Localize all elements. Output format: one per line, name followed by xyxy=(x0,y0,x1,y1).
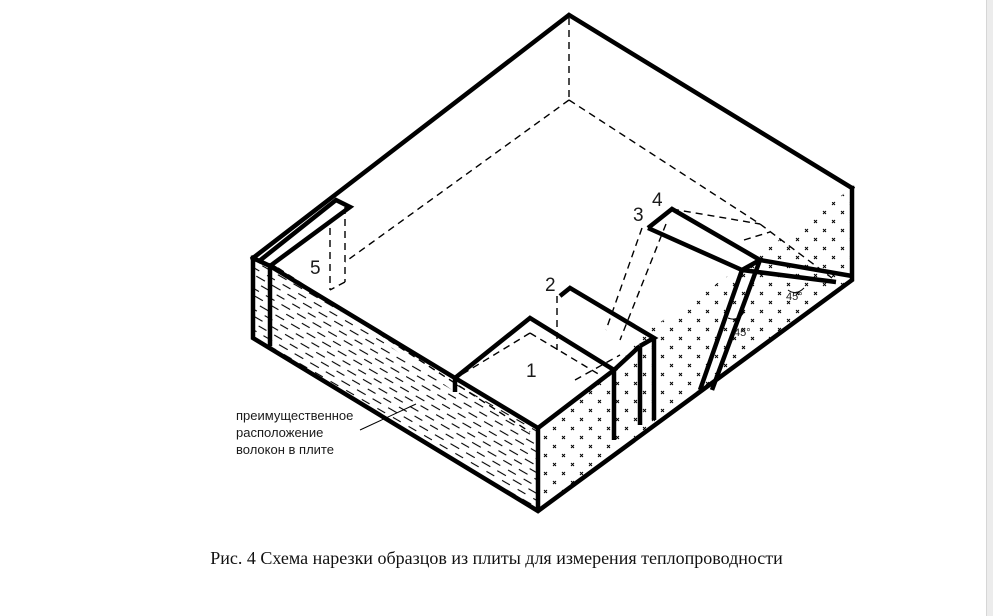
hidden-edges xyxy=(277,18,833,433)
side-faces xyxy=(253,188,852,511)
fiber-note-leader xyxy=(359,403,417,431)
specimen-label-4: 4 xyxy=(652,190,663,211)
fiber-note-line-1: преимущественное xyxy=(236,408,354,423)
angle-label-lower: 45° xyxy=(734,327,751,339)
specimen-3-4 xyxy=(646,206,853,391)
fiber-note-line-3: волокон в плите xyxy=(236,442,334,457)
right-front-face xyxy=(538,188,852,511)
right-edge-strip xyxy=(986,0,993,616)
specimen-label-2: 2 xyxy=(545,275,556,296)
fiber-note-line-2: расположение xyxy=(236,425,324,440)
left-front-face xyxy=(253,258,538,511)
specimen-label-1: 1 xyxy=(526,361,537,382)
figure-caption: Рис. 4 Схема нарезки образцов из плиты д… xyxy=(210,548,783,568)
specimen-label-3: 3 xyxy=(633,205,644,226)
specimen-2 xyxy=(558,285,659,440)
specimen-label-5: 5 xyxy=(310,258,321,279)
specimen-5 xyxy=(256,197,355,268)
angle-label-upper: 45° xyxy=(786,291,803,303)
angle-arcs xyxy=(727,287,805,320)
fiber-orientation-note: преимущественное расположение волокон в … xyxy=(236,407,406,458)
